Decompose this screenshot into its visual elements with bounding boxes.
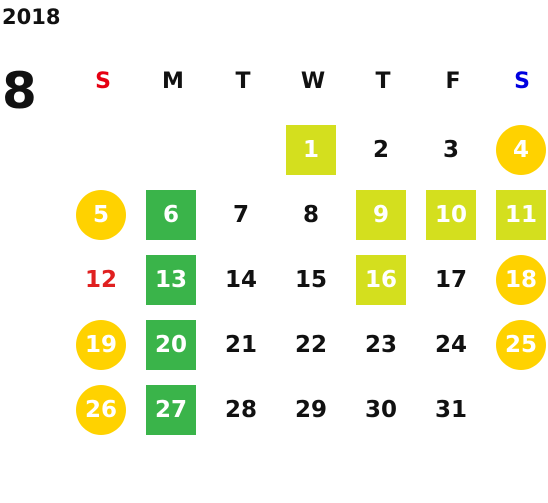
day-cell[interactable]: 17 (434, 267, 467, 293)
day-cell[interactable]: 28 (224, 397, 257, 423)
day-cell[interactable]: 23 (364, 332, 397, 358)
day-cell[interactable]: 14 (224, 267, 257, 293)
weekday-sunday: S (95, 68, 111, 94)
day-cell[interactable]: 4 (496, 125, 546, 175)
calendar-month: 8 (2, 62, 37, 120)
weekday-monday: M (162, 68, 184, 94)
day-cell[interactable]: 8 (302, 202, 319, 228)
day-cell[interactable]: 9 (356, 190, 406, 240)
day-cell[interactable]: 22 (294, 332, 327, 358)
day-cell[interactable]: 1 (286, 125, 336, 175)
day-cell[interactable]: 31 (434, 397, 467, 423)
day-cell[interactable]: 15 (294, 267, 327, 293)
day-cell[interactable]: 26 (76, 385, 126, 435)
weekday-saturday: S (514, 68, 530, 94)
day-cell[interactable]: 19 (76, 320, 126, 370)
day-cell[interactable]: 7 (232, 202, 249, 228)
day-cell[interactable]: 6 (146, 190, 196, 240)
day-cell[interactable]: 24 (434, 332, 467, 358)
day-cell[interactable]: 29 (294, 397, 327, 423)
weekday-tuesday: T (235, 68, 251, 94)
day-cell[interactable]: 25 (496, 320, 546, 370)
day-cell[interactable]: 27 (146, 385, 196, 435)
day-cell[interactable]: 12 (84, 267, 117, 293)
day-cell[interactable]: 20 (146, 320, 196, 370)
day-cell[interactable]: 2 (372, 137, 389, 163)
day-cell[interactable]: 21 (224, 332, 257, 358)
calendar-year: 2018 (2, 5, 61, 29)
day-cell[interactable]: 18 (496, 255, 546, 305)
day-cell[interactable]: 5 (76, 190, 126, 240)
weekday-wednesday: W (300, 68, 326, 94)
day-cell[interactable]: 30 (364, 397, 397, 423)
weekday-thursday: T (375, 68, 391, 94)
weekday-friday: F (445, 68, 461, 94)
day-cell[interactable]: 10 (426, 190, 476, 240)
day-cell[interactable]: 11 (496, 190, 546, 240)
day-cell[interactable]: 3 (442, 137, 459, 163)
day-cell[interactable]: 16 (356, 255, 406, 305)
day-cell[interactable]: 13 (146, 255, 196, 305)
